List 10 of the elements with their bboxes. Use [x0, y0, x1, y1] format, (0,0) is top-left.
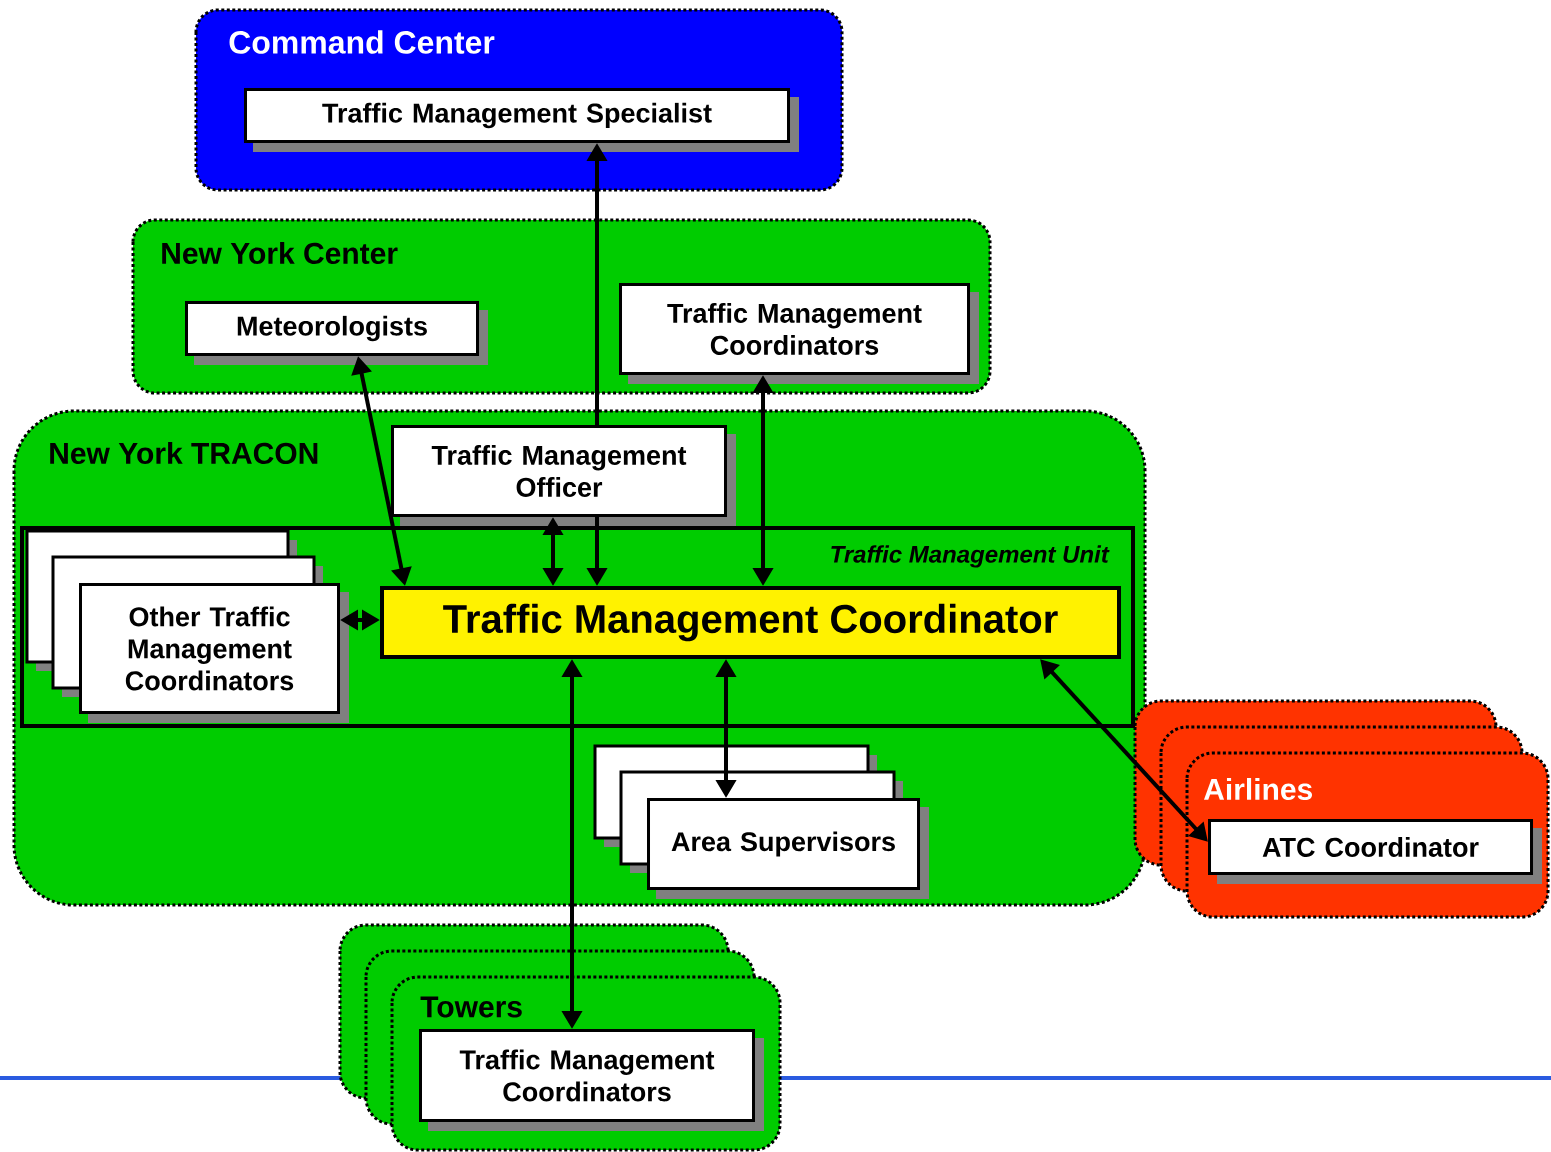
role-box: ATC Coordinator [1208, 819, 1542, 884]
stacked-boxes: Other Traffic Management Coordinators [25, 529, 349, 723]
process-box: Traffic Management Coordinator [380, 586, 1121, 659]
node-label: Coordinators [125, 670, 294, 691]
stacked-boxes: Area Supervisors [593, 744, 929, 899]
role-box: Traffic Management Specialist [244, 88, 799, 152]
role-box: Traffic Management Coordinators [419, 1029, 764, 1131]
role-box: Traffic Management Coordinators [619, 283, 979, 384]
role-box: Meteorologists [185, 301, 488, 365]
role-box: Traffic Management Officer [391, 425, 736, 526]
